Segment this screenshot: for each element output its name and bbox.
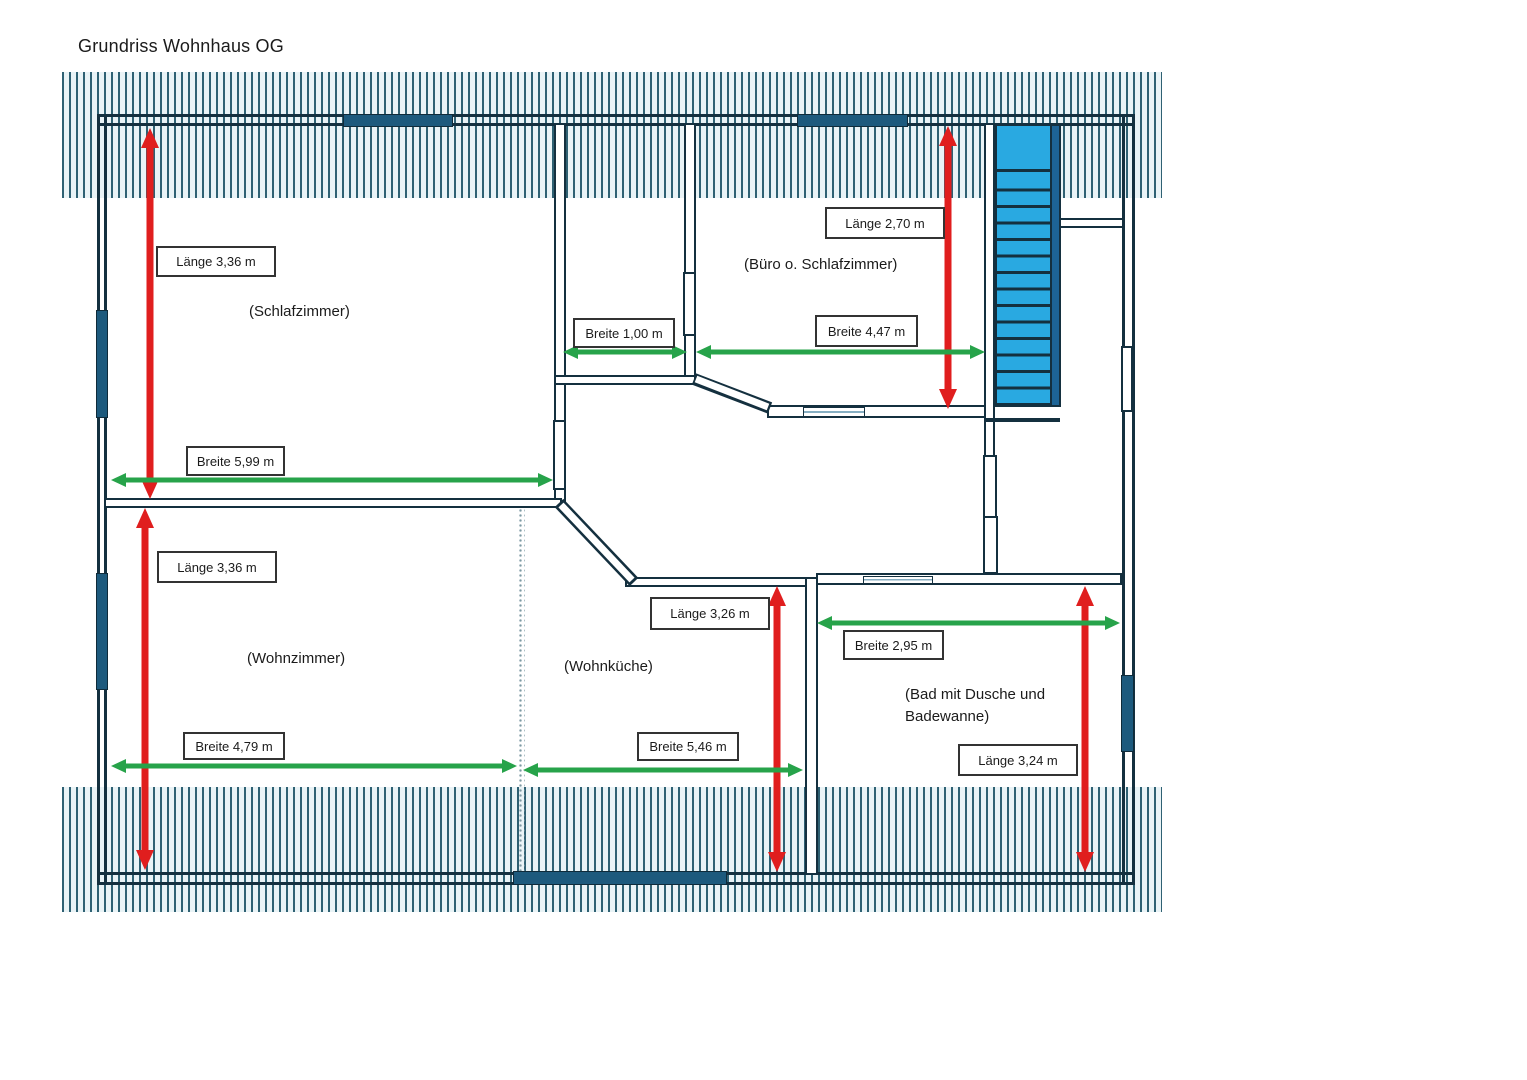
label-breite-schlafzimmer: Breite 5,99 m xyxy=(186,446,285,476)
dotted-division-line xyxy=(518,508,525,878)
label-laenge-schlafzimmer: Länge 3,36 m xyxy=(156,246,276,277)
stair-stringer xyxy=(1050,126,1059,405)
room-label-schlafzimmer: (Schlafzimmer) xyxy=(249,303,350,320)
window-top-buero xyxy=(797,114,908,127)
stair-treads xyxy=(997,175,1050,405)
label-breite-wohnkueche: Breite 5,46 m xyxy=(637,732,739,761)
exterior-wall-top-inner xyxy=(97,123,1135,126)
wall-diagonal-kitchen xyxy=(554,498,639,587)
label-breite-wohnzimmer: Breite 4,79 m xyxy=(183,732,285,760)
wall-diagonal-buero xyxy=(691,373,773,414)
door-corridor-buero xyxy=(683,272,696,336)
label-laenge-wohnzimmer: Länge 3,36 m xyxy=(157,551,277,583)
window-right-bad xyxy=(1121,675,1134,752)
stairs-bottom-edge xyxy=(984,418,1060,422)
exterior-wall-top-outer xyxy=(97,114,1135,117)
page-title: Grundriss Wohnhaus OG xyxy=(78,36,284,56)
door-hall-schlafzimmer xyxy=(553,420,566,490)
stair-landing xyxy=(997,126,1050,172)
room-label-wohnzimmer: (Wohnzimmer) xyxy=(247,650,346,667)
label-breite-bad: Breite 2,95 m xyxy=(843,630,944,660)
room-label-bad: (Bad mit Dusche und Badewanne) xyxy=(905,686,1046,725)
window-left-wohnzimmer xyxy=(96,573,108,690)
exterior-wall-right-outer xyxy=(1132,114,1135,885)
door-hall-leaf-lower xyxy=(983,516,998,574)
label-laenge-bad: Länge 3,24 m xyxy=(958,744,1078,776)
room-label-buero: (Büro o. Schlafzimmer) xyxy=(744,256,898,273)
window-bottom-wohnkueche xyxy=(513,871,727,885)
wall-kitchen-bath xyxy=(805,577,818,875)
room-label-wohnkueche: (Wohnküche) xyxy=(564,658,653,675)
exterior-wall-right-inner xyxy=(1122,114,1125,885)
window-left-schlafzimmer xyxy=(96,310,108,418)
label-laenge-buero: Länge 2,70 m xyxy=(825,207,945,239)
window-right-stairwell xyxy=(1121,346,1133,412)
staircase xyxy=(995,124,1061,407)
label-laenge-wohnkueche: Länge 3,26 m xyxy=(650,597,770,630)
roof-hatch-bottom xyxy=(62,787,1162,912)
roof-hatch-top xyxy=(62,72,1162,198)
label-breite-flur: Breite 1,00 m xyxy=(573,318,675,348)
label-breite-buero: Breite 4,47 m xyxy=(815,315,918,347)
opening-buero-bottom xyxy=(803,407,865,417)
window-top-schlafzimmer xyxy=(343,114,453,127)
opening-hall-bath xyxy=(863,576,933,584)
exterior-wall-left-outer xyxy=(97,114,100,885)
